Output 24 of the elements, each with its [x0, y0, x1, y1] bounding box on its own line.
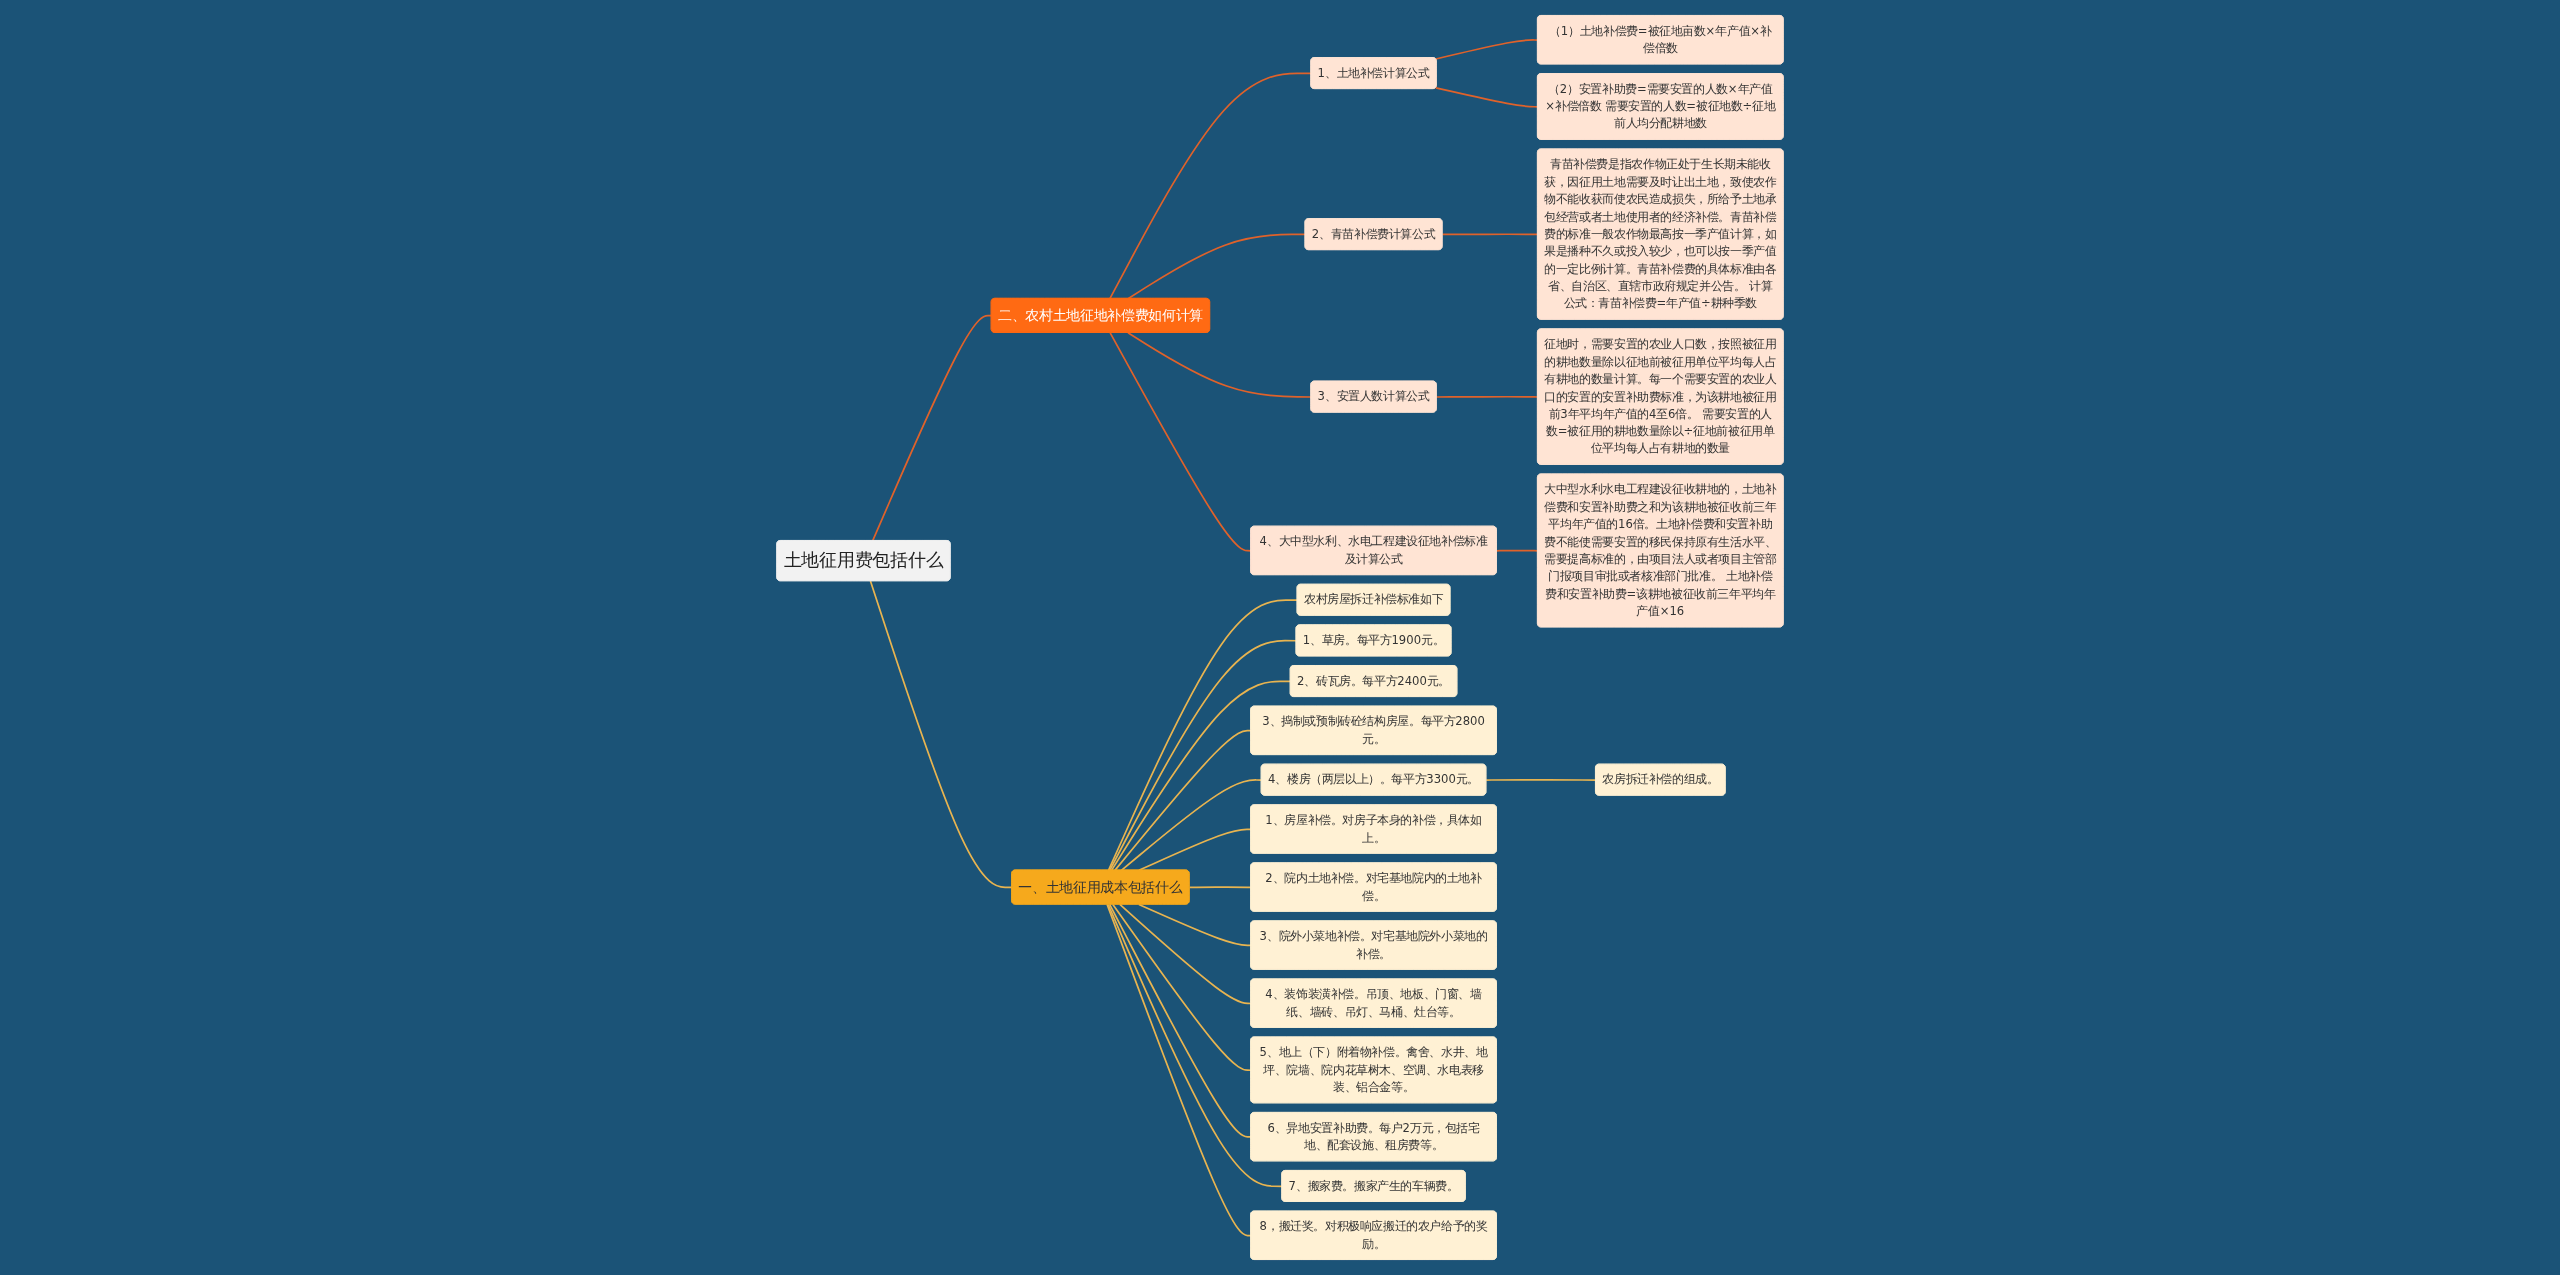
connector [1107, 903, 1283, 1188]
connector [1110, 680, 1292, 872]
connector [1435, 395, 1539, 398]
connector [1188, 886, 1252, 889]
connector [1441, 233, 1539, 236]
connector [1106, 903, 1252, 1237]
connector [871, 314, 993, 542]
connector [1138, 828, 1252, 872]
connector [869, 580, 1013, 889]
connector [1119, 903, 1252, 1005]
connector [1485, 778, 1597, 781]
connector [1434, 86, 1539, 108]
connector [1138, 903, 1252, 947]
connector [1108, 903, 1252, 1138]
connector [1127, 331, 1312, 398]
connector [1109, 72, 1312, 300]
connector [1495, 549, 1539, 552]
connector [1434, 39, 1539, 60]
connector [1107, 599, 1299, 872]
connector [1108, 639, 1298, 872]
connector [1114, 729, 1252, 872]
connector [1120, 779, 1263, 872]
connector [1109, 331, 1252, 552]
connector [1112, 903, 1252, 1072]
